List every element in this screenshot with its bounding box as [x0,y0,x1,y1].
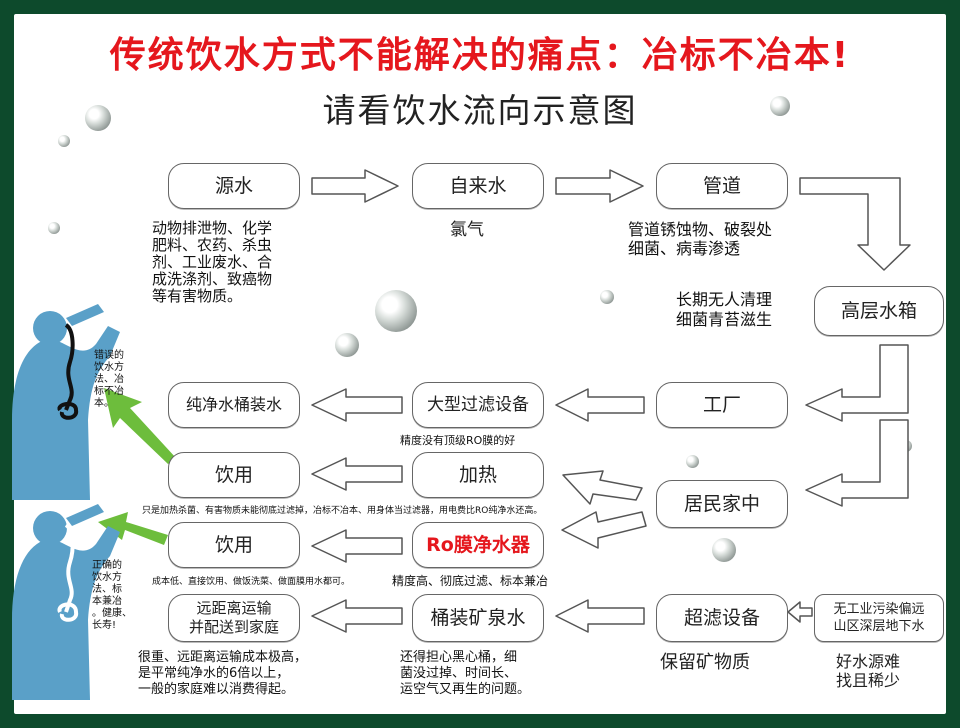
green-arrows [98,388,176,545]
note-drink-2: 成本低、直接饮用、做饭洗菜、做面膜用水都可。 [152,577,351,587]
arrow-pipe-to-tank [799,177,911,271]
green-arrow-wrong [104,388,176,464]
node-drink-1: 饮用 [168,452,300,498]
note-chlorine: 氯气 [450,220,484,240]
arrow-home-to-heat [562,470,643,505]
note-transport-cost: 很重、远距离运输成本极高， 是平常纯净水的6倍以上， 一般的家庭难以消费得起。 [138,650,308,697]
arrow-factory-to-bigfilter [555,388,645,422]
node-pure-barrel: 纯净水桶装水 [168,382,300,428]
water-drop-bubble [600,290,614,304]
water-drop-bubble [85,105,111,131]
water-drop-bubble [712,538,736,562]
node-ro-purifier: Ro膜净水器 [412,522,544,568]
figure-right [12,504,120,700]
figure-right-organs [57,523,79,622]
arrow-bigfilter-to-pure [311,388,403,422]
water-drop-bubble [58,135,70,147]
water-drop-bubble [48,222,60,234]
arrow-heat-to-drink1 [311,457,403,491]
page-subtitle: 请看饮水流向示意图 [322,91,638,130]
node-tap-water: 自来水 [412,163,544,209]
figure-wrong-organs [57,323,79,420]
note-good-source: 好水源难 找且稀少 [836,652,901,690]
note-source-pollutants: 动物排泄物、化学 肥料、农药、杀虫 剂、工业废水、合 成洗涤剂、致癌物 等有害物… [152,219,273,305]
arrow-home-to-ro [561,511,647,549]
arrow-ground-to-ultra [787,601,813,623]
node-no-pollution: 无工业污染偏远 山区深层地下水 [814,594,944,642]
node-pipeline: 管道 [656,163,788,209]
note-right-way: 正确的 饮水方 法、标 本兼冶 。健康、 长寿! [92,560,132,631]
node-heating: 加热 [412,452,544,498]
note-pipe-issue: 管道锈蚀物、破裂处 细菌、病毒渗透 [628,220,773,258]
node-large-filter: 大型过滤设备 [412,382,544,428]
green-arrow-right [98,512,168,545]
water-drop-bubble [770,96,790,116]
arrow-ro-to-drink2 [311,529,403,563]
node-resident-home: 居民家中 [656,480,788,528]
note-tank-issue: 长期无人清理 细菌青苔滋生 [676,290,773,329]
arrow-tank-to-factory [805,344,909,422]
note-wrong-way: 错误的 饮水方 法、冶 标不冶 本。 [94,350,124,409]
note-mineral-keep: 保留矿物质 [660,652,750,673]
node-factory: 工厂 [656,382,788,428]
node-source-water: 源水 [168,163,300,209]
arrow-ultra-to-barrel [555,599,645,633]
arrow-tank-to-home [805,419,909,507]
node-roof-tank: 高层水箱 [814,286,944,336]
arrow-source-to-tap [311,169,399,203]
water-drop-bubble [335,333,359,357]
note-large-filter: 精度没有顶级RO膜的好 [400,434,516,447]
node-long-distance: 远距离运输 并配送到家庭 [168,594,300,642]
page-title: 传统饮水方式不能解决的痛点：冶标不冶本! [109,35,851,76]
note-ro: 精度高、彻底过滤、标本兼冶 [392,574,549,588]
node-barrel-mineral: 桶装矿泉水 [412,594,544,642]
water-drop-bubble [686,455,699,468]
node-drink-2: 饮用 [168,522,300,568]
arrow-tap-to-pipe [555,169,644,203]
note-barrel-worry: 还得担心黑心桶，细 菌没过掉、时间长、 运空气又再生的问题。 [400,650,531,697]
water-drop-bubble [375,290,417,332]
note-heating: 只是加热杀菌、有害物质未能彻底过滤掉，冶标不冶本、用身体当过滤器，用电费比RO纯… [142,506,543,516]
figure-wrong [12,304,120,500]
node-ultra-filter: 超滤设备 [656,594,788,642]
arrow-barrel-to-transport [311,599,403,633]
